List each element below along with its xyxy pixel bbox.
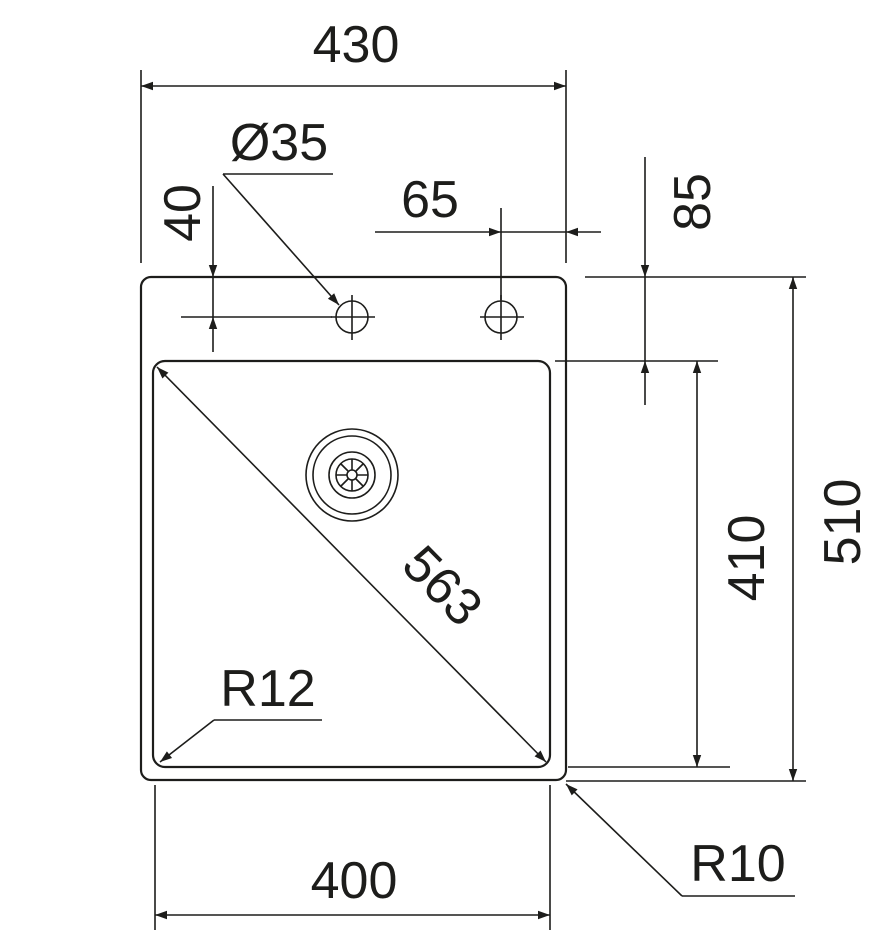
outer-corner-radius-label: R10 <box>690 835 785 893</box>
dimension-tap-hole-spacing: 65 <box>375 171 601 300</box>
dimension-bowl-depth: 410 <box>555 360 776 768</box>
overall-depth-label: 510 <box>814 479 872 566</box>
tap-hole-left-icon <box>331 295 375 340</box>
dimension-bowl-width: 400 <box>154 785 551 930</box>
dimension-tap-hole-diameter: Ø35 <box>222 114 340 306</box>
dimension-bowl-diagonal: 563 <box>156 366 547 763</box>
sink-bowl <box>151 359 552 769</box>
dimension-bowl-corner-radius: R12 <box>159 660 322 763</box>
dimension-overall-depth: 510 <box>566 276 872 782</box>
bowl-depth-label: 410 <box>718 515 776 602</box>
sink-outer-rim <box>139 275 568 782</box>
drain-icon <box>305 428 399 522</box>
dimension-tap-hole-inset: 40 <box>154 184 332 352</box>
tap-hole-diameter-label: Ø35 <box>230 114 328 172</box>
tap-hole-right-icon <box>480 295 524 340</box>
tap-hole-inset-label: 40 <box>154 184 212 242</box>
tap-hole-spacing-label: 65 <box>401 171 459 229</box>
diagonal-label: 563 <box>391 535 493 638</box>
dimension-rim-to-bowl: 85 <box>640 157 722 405</box>
rim-to-bowl-label: 85 <box>664 173 722 231</box>
bowl-corner-radius-label: R12 <box>220 660 315 718</box>
dimension-outer-corner-radius: R10 <box>565 783 795 897</box>
overall-width-label: 430 <box>313 16 400 74</box>
bowl-width-label: 400 <box>311 852 398 910</box>
